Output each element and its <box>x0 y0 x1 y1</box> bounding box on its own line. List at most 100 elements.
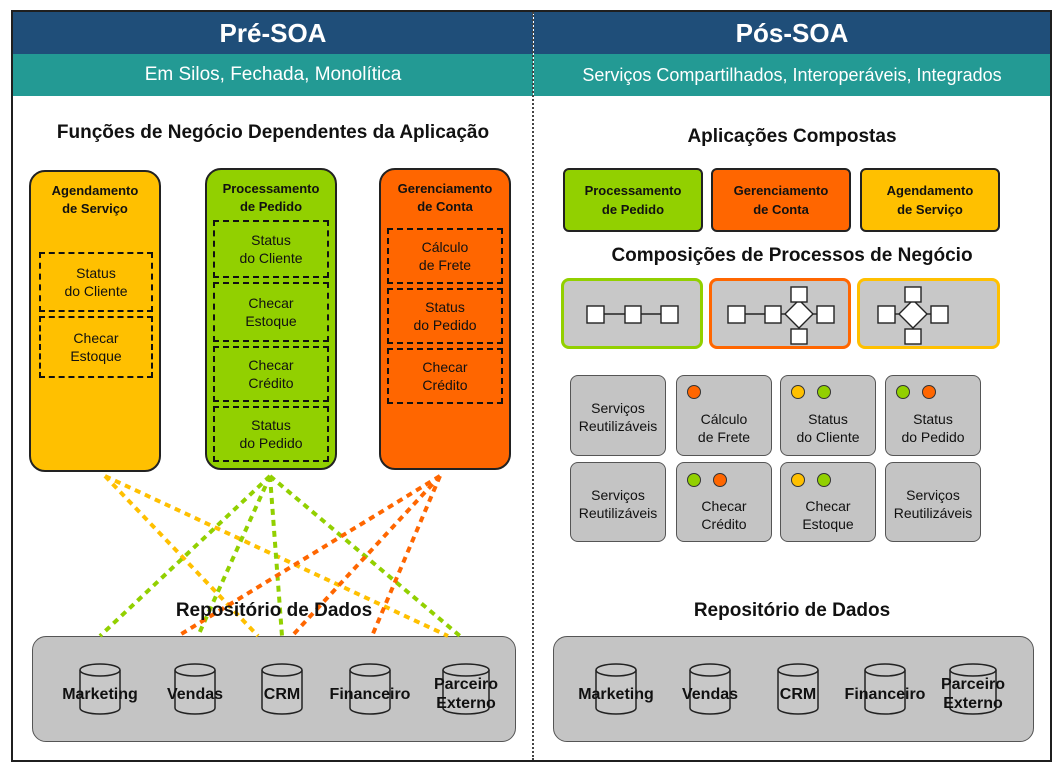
connector-line <box>103 474 260 638</box>
right-subheader: Serviços Compartilhados, Interoperáveis,… <box>534 54 1050 96</box>
database-label: Vendas <box>681 686 739 703</box>
app-label: de Serviço <box>897 202 963 217</box>
connector-line <box>98 474 272 638</box>
function-label: Status <box>76 265 116 281</box>
function-label: do Cliente <box>64 283 128 299</box>
connector-line <box>176 474 442 638</box>
right-header-title: Pós-SOA <box>735 17 849 48</box>
database-label: CRM <box>779 686 817 703</box>
app-label: de Conta <box>753 202 809 217</box>
database-label: Vendas <box>166 686 224 703</box>
orange-dot-icon <box>922 385 936 399</box>
yellow-dot-icon <box>791 385 805 399</box>
pillar-title-line1: Processamento <box>222 181 320 196</box>
database-label: Financeiro <box>844 686 926 703</box>
database-label: Marketing <box>578 686 654 703</box>
database-icon <box>949 663 997 715</box>
connector-line <box>268 474 462 638</box>
pillar-title-line1: Agendamento <box>51 183 139 198</box>
database-icon <box>261 663 303 715</box>
app-label: de Pedido <box>601 202 665 217</box>
function-label: do Cliente <box>239 250 303 266</box>
column-divider <box>532 12 534 760</box>
function-label: do Pedido <box>239 435 303 451</box>
pillar-title-line1: Gerenciamento <box>397 181 493 196</box>
composite-app-gerenciamento: Gerenciamento de Conta <box>711 168 851 232</box>
pre-soa-section-title: Funções de Negócio Dependentes da Aplica… <box>56 122 490 143</box>
workflow-icon <box>877 286 949 345</box>
pillar-title-line2: de Pedido <box>239 199 303 214</box>
function-box: Status do Pedido <box>213 406 329 462</box>
function-box: Status do Pedido <box>387 288 503 344</box>
composite-app-processamento: Processamento de Pedido <box>563 168 703 232</box>
orange-dot-icon <box>687 385 701 399</box>
pos-soa-process-title: Composições de Processos de Negócio <box>611 245 973 266</box>
left-subheader: Em Silos, Fechada, Monolítica <box>13 54 533 96</box>
database-label: CRM <box>263 686 301 703</box>
pillar-processamento: Processamento de Pedido Status do Cliente… <box>205 168 337 470</box>
app-label: Gerenciamento <box>733 183 829 198</box>
composite-app-agendamento: Agendamento de Serviço <box>860 168 1000 232</box>
app-label: Agendamento <box>886 183 974 198</box>
green-dot-icon <box>817 473 831 487</box>
green-dot-icon <box>896 385 910 399</box>
green-dot-icon <box>687 473 701 487</box>
database-icon <box>349 663 391 715</box>
function-box: Status do Cliente <box>39 252 153 312</box>
pos-soa-repository-title: Repositório de Dados <box>693 600 891 621</box>
app-label: Processamento <box>584 183 682 198</box>
function-label: do Pedido <box>413 317 477 333</box>
connector-line <box>290 474 442 638</box>
workflow-icon <box>586 305 679 324</box>
pillar-title-line2: de Serviço <box>62 201 128 216</box>
left-header-title: Pré-SOA <box>219 17 327 48</box>
right-header: Pós-SOA <box>534 12 1050 54</box>
pillar-gerenciamento: Gerenciamento de Conta Cálculo de Frete S… <box>379 168 511 470</box>
left-header: Pré-SOA <box>13 12 533 54</box>
database-icon <box>79 663 121 715</box>
function-label: Crédito <box>422 377 468 393</box>
function-label: Status <box>251 232 291 248</box>
pos-soa-apps-title: Aplicações Compostas <box>687 126 897 147</box>
database-icon <box>442 663 490 715</box>
pillar-title-line2: de Conta <box>417 199 473 214</box>
right-subheader-text: Serviços Compartilhados, Interoperáveis,… <box>582 64 1002 85</box>
connector-line <box>370 475 442 637</box>
database-label: Marketing <box>62 686 138 703</box>
yellow-dot-icon <box>791 473 805 487</box>
left-subheader-text: Em Silos, Fechada, Monolítica <box>144 64 402 85</box>
function-label: Checar <box>248 295 294 311</box>
database-icon <box>864 663 906 715</box>
function-label: Crédito <box>248 375 294 391</box>
database-icon <box>689 663 731 715</box>
function-label: Checar <box>422 359 468 375</box>
database-icon <box>174 663 216 715</box>
connector-line <box>196 475 272 637</box>
function-label: Status <box>425 299 465 315</box>
function-label: Estoque <box>245 313 297 329</box>
green-dot-icon <box>817 385 831 399</box>
function-box: Cálculo de Frete <box>387 228 503 284</box>
function-label: Checar <box>73 330 119 346</box>
function-label: Cálculo <box>421 239 469 255</box>
pre-soa-repository-title: Repositório de Dados <box>175 600 373 621</box>
function-label: Status <box>251 417 291 433</box>
function-label: Estoque <box>70 348 122 364</box>
function-label: de Frete <box>418 257 472 273</box>
